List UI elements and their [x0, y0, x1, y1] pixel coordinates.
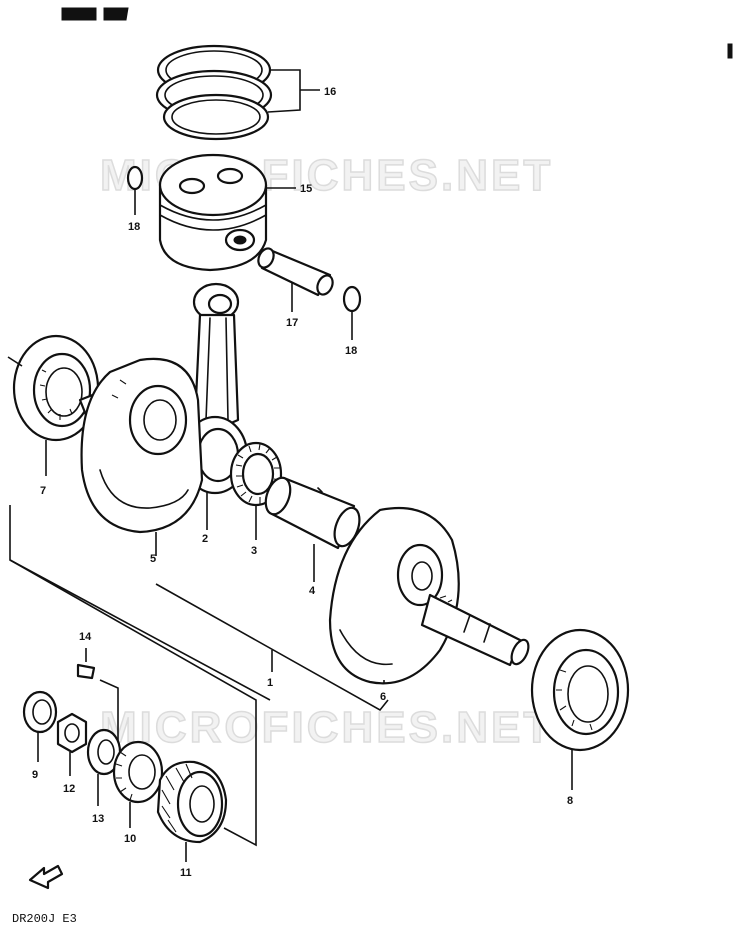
callout-8: 8: [567, 795, 573, 807]
callout-6: 6: [380, 691, 386, 703]
piston-rings: [155, 44, 273, 141]
crank-web-right: [328, 506, 530, 685]
callout-15: 15: [300, 183, 312, 195]
callout-4: 4: [309, 585, 316, 597]
circlip-left: [126, 165, 144, 191]
woodruff-key: [76, 663, 96, 680]
callout-11: 11: [180, 867, 192, 879]
model-code: DR200J E3: [12, 912, 77, 926]
callout-17: 17: [286, 317, 298, 329]
callout-7: 7: [40, 485, 46, 497]
front-direction-arrow: [28, 864, 64, 890]
callout-2: 2: [202, 533, 208, 545]
piston: [158, 153, 268, 272]
callout-1: 1: [267, 677, 273, 689]
crank-pin: [264, 476, 361, 550]
watermark-bottom: MICROFICHES.NET: [100, 703, 553, 752]
callout-10: 10: [124, 833, 136, 845]
circlip-right: [342, 285, 362, 313]
piston-pin: [257, 247, 334, 297]
callout-3: 3: [251, 545, 257, 557]
callout-12: 12: [63, 783, 75, 795]
assembly-bracket: [7, 356, 389, 847]
callout-18-right: 18: [345, 345, 357, 357]
crank-bearing-left: [12, 334, 100, 442]
callout-13: 13: [92, 813, 104, 825]
leader-16: [267, 69, 320, 113]
nut: [56, 712, 88, 754]
primary-drive-gear: [156, 760, 228, 844]
corner-mark: [61, 7, 129, 21]
crank-web-left: [80, 357, 204, 534]
callout-5: 5: [150, 553, 156, 565]
corner-tick: [727, 43, 733, 59]
small-gear: [112, 740, 164, 804]
callout-16: 16: [324, 86, 336, 98]
leader-14b: [99, 679, 119, 748]
crank-bearing-right: [530, 628, 630, 752]
callout-9: 9: [32, 769, 38, 781]
callout-14: 14: [79, 631, 92, 643]
oil-seal: [22, 690, 58, 734]
callout-18-left: 18: [128, 221, 140, 233]
